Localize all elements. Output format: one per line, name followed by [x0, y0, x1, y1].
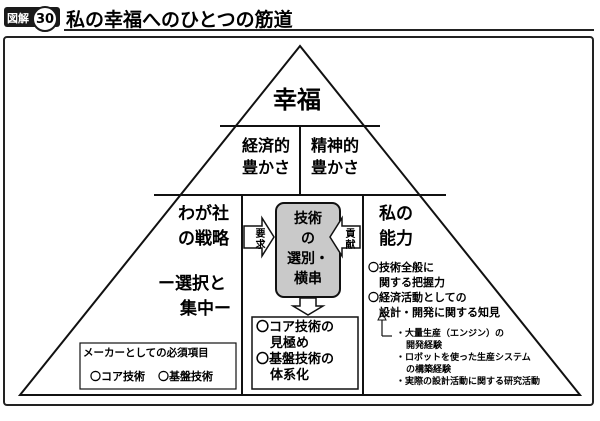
ability-experience-list: ・大量生産（エンジン）の 開発経験 ・ロボットを使った生産システム の構築経験 …: [396, 328, 540, 388]
strategy-slogan: ー選択と 集中ー: [158, 272, 231, 322]
center-box-line4: 横串: [294, 271, 322, 287]
title-underline: [64, 29, 594, 31]
economic-wealth: 経済的 豊かさ: [236, 135, 296, 179]
center-bottom-text: 〇コア技術の 見極め 〇基盤技術の 体系化: [256, 320, 334, 384]
economic-line1: 経済的: [241, 136, 290, 155]
left-note-box: [79, 342, 237, 390]
ability-item2-line1: 〇経済活動としての: [368, 291, 467, 304]
figure-header: 図解 30 私の幸福へのひとつの筋道: [4, 5, 594, 32]
ability-item2-line2: 設計・開発に関する知見: [379, 306, 500, 319]
my-ability: 私の 能力: [379, 202, 413, 252]
experience-line4: の構築経験: [406, 365, 452, 375]
left-note-base-tech: 〇基盤技術: [158, 370, 213, 383]
figure-badge: 図解 30: [4, 6, 60, 32]
left-note-core-tech: 〇コア技術: [90, 370, 145, 383]
left-note-heading: メーカーとしての必須項目: [83, 347, 209, 359]
down-arrow: [290, 297, 326, 316]
slogan-line2: 集中ー: [180, 299, 231, 319]
figure-badge-label: 図解: [7, 12, 29, 25]
diagram-frame: [3, 36, 594, 406]
center-bottom-box-shape: [251, 316, 359, 390]
experience-line2: 開発経験: [406, 341, 443, 351]
right-block-arrow: [329, 215, 361, 259]
company-strategy-line1: わが社: [178, 204, 229, 224]
figure-number: 30: [32, 6, 58, 32]
company-strategy: わが社 の戦略: [178, 202, 229, 252]
arrow-label-demand: 要求: [253, 228, 264, 250]
spiritual-line2: 豊かさ: [310, 158, 359, 177]
spiritual-line1: 精神的: [310, 136, 359, 155]
left-block-arrow: [243, 215, 275, 259]
pyramid-outline: [17, 44, 583, 396]
arrow-label-contribution: 貢献: [343, 228, 354, 250]
experience-line5: ・実際の設計活動に関する研究活動: [396, 377, 541, 387]
small-up-arrowhead: [377, 310, 387, 321]
figure-title: 私の幸福へのひとつの筋道: [66, 9, 293, 31]
center-box-line3: 選別・: [287, 251, 329, 267]
my-ability-line1: 私の: [379, 204, 413, 224]
economic-line2: 豊かさ: [241, 158, 290, 177]
ability-item-tech-grasp: 〇技術全般に 関する把握力: [368, 260, 445, 290]
center-box-line2: の: [301, 231, 315, 247]
pyramid-top-happiness: 幸福: [273, 86, 321, 114]
center-bottom-line1: 〇コア技術の: [256, 320, 335, 335]
company-strategy-line2: の戦略: [178, 229, 229, 249]
center-box-text: 技術 の 選別・ 横串: [276, 209, 340, 289]
experience-line3: ・ロボットを使った生産システム: [396, 353, 531, 363]
center-bottom-line2: 見極め: [270, 336, 310, 351]
center-bottom-line4: 体系化: [270, 368, 310, 383]
ability-item1-line1: 〇技術全般に: [368, 261, 434, 274]
center-box-line1: 技術: [294, 211, 322, 227]
spiritual-wealth: 精神的 豊かさ: [305, 135, 365, 179]
ability-item-design-knowledge: 〇経済活動としての 設計・開発に関する知見: [368, 290, 500, 320]
ability-item1-line2: 関する把握力: [379, 276, 445, 289]
center-bottom-line3: 〇基盤技術の: [256, 352, 335, 367]
experience-line1: ・大量生産（エンジン）の: [396, 329, 505, 339]
slogan-line1: ー選択と: [158, 274, 226, 294]
my-ability-line2: 能力: [379, 229, 413, 249]
